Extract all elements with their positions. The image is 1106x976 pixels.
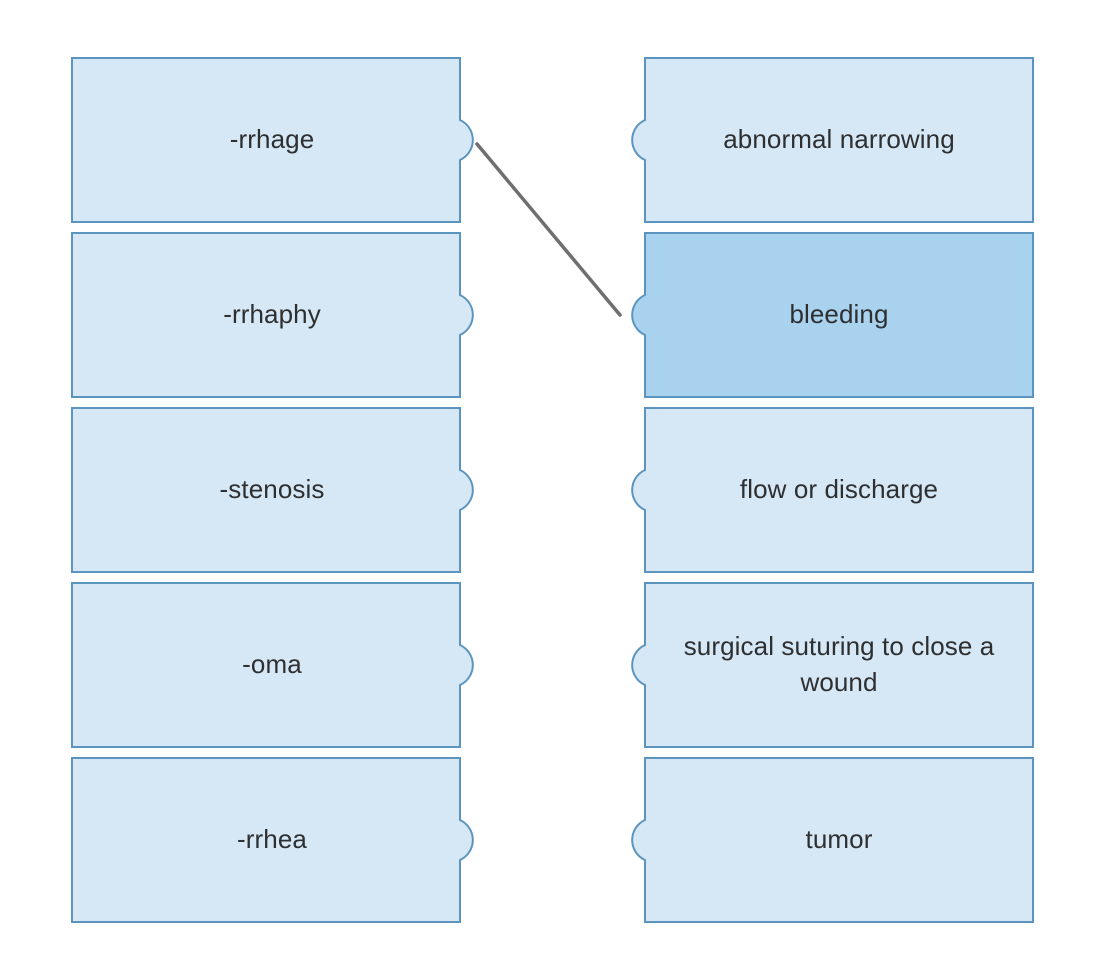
tile-shape-right [634, 232, 1034, 398]
right-tile-flow-or-discharge[interactable]: flow or discharge [634, 407, 1034, 573]
tile-shape-left [71, 757, 461, 923]
right-tile-bleeding[interactable]: bleeding [634, 232, 1034, 398]
right-tile-surgical-suturing[interactable]: surgical suturing to close a wound [634, 582, 1034, 748]
right-column-definitions: abnormal narrowing bleeding flow or disc… [634, 57, 1034, 923]
left-tile-rrhaphy[interactable]: -rrhaphy [71, 232, 461, 398]
left-tile-rrhage[interactable]: -rrhage [71, 57, 461, 223]
connector-line-rrhage-to-bleeding [475, 142, 622, 317]
left-tile-oma[interactable]: -oma [71, 582, 461, 748]
tile-shape-right [634, 757, 1034, 923]
left-tile-rrhea[interactable]: -rrhea [71, 757, 461, 923]
tile-shape-right [634, 57, 1034, 223]
right-tile-abnormal-narrowing[interactable]: abnormal narrowing [634, 57, 1034, 223]
tile-shape-left [71, 582, 461, 748]
tile-shape-left [71, 232, 461, 398]
tile-shape-left [71, 407, 461, 573]
tile-shape-left [71, 57, 461, 223]
left-column-word-parts: -rrhage -rrhaphy -stenosis -oma [71, 57, 461, 923]
right-tile-tumor[interactable]: tumor [634, 757, 1034, 923]
tile-shape-right [634, 407, 1034, 573]
tile-shape-right [634, 582, 1034, 748]
left-tile-stenosis[interactable]: -stenosis [71, 407, 461, 573]
